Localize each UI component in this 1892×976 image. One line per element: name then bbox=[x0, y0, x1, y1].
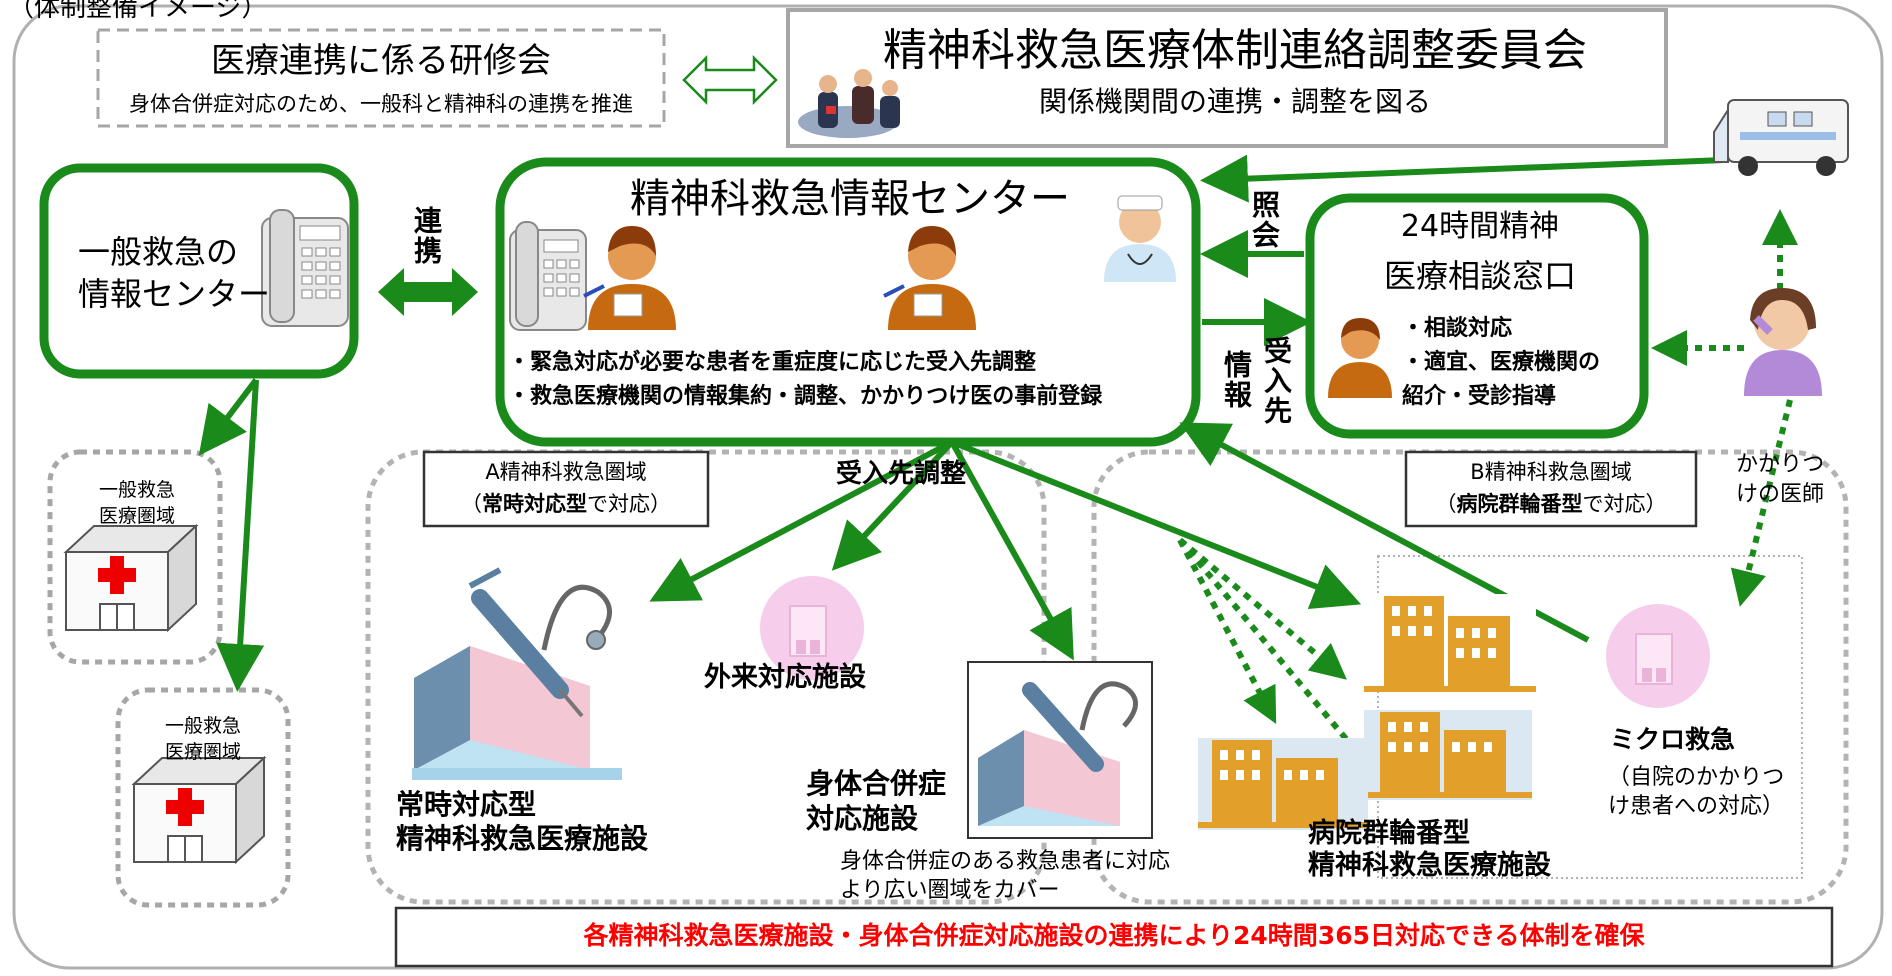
physical-facility-line1: 身体合併症 bbox=[806, 767, 947, 800]
consult-title-line1: 24時間精神 bbox=[1400, 209, 1560, 244]
family-doctor-line1: かかりつ bbox=[1736, 452, 1825, 477]
area-a-type-bold: 常時対応型 bbox=[482, 492, 587, 516]
meeting-people-icon bbox=[798, 69, 900, 138]
area-b-type-bold: 病院群輪番型 bbox=[1456, 492, 1583, 516]
general-center-line2: 情報センター bbox=[78, 274, 271, 313]
family-doctor-line2: けの医師 bbox=[1736, 481, 1825, 507]
info-center-bullet1: ・緊急対応が必要な患者を重症度に応じた受入先調整 bbox=[508, 350, 1037, 375]
operator-icon-1 bbox=[583, 226, 676, 330]
micro-note: （自院のかかりつ け患者への対応） bbox=[1608, 764, 1784, 821]
general-center-line1: 一般救急の bbox=[78, 233, 239, 271]
top-label: （体制整備イメージ） bbox=[8, 0, 268, 23]
ukeiresaki-chousei-label: 受入先調整 bbox=[836, 459, 967, 489]
committee-title: 精神科救急医療体制連絡調整委員会 bbox=[883, 25, 1587, 76]
consult-item1: ・相談対応 bbox=[1402, 316, 1513, 341]
ukeiresaki-label: 受入先 bbox=[1260, 336, 1293, 426]
renkei-label: 連携 bbox=[410, 206, 443, 266]
area-a-type: （常時対応型で対応） bbox=[424, 492, 708, 516]
double-arrow-icon bbox=[682, 54, 778, 106]
shokai-label: 照会 bbox=[1248, 190, 1281, 250]
phone-icon-general bbox=[261, 209, 349, 327]
micro-hospital-icon bbox=[1606, 604, 1710, 708]
bottom-banner-box bbox=[394, 906, 1834, 968]
committee-box bbox=[786, 8, 1668, 148]
committee-subtitle: 関係機関間の連携・調整を図る bbox=[1038, 85, 1431, 118]
consult-title-line2: 医療相談窓口 bbox=[1383, 257, 1576, 295]
rotation-hospital-icon-1 bbox=[1364, 594, 1536, 692]
info-center-box bbox=[495, 157, 1201, 447]
constant-facility-label: 常時対応型 精神科救急医療施設 bbox=[396, 788, 648, 855]
general-area-region-1 bbox=[47, 449, 223, 665]
general-area-label-2: 一般救急 医療圏域 bbox=[128, 714, 278, 765]
area-a-suffix: で対応） bbox=[587, 492, 671, 516]
physical-facility-label: 身体合併症 対応施設 bbox=[806, 766, 946, 836]
general-area-2-line2: 医療圏域 bbox=[164, 740, 241, 763]
physical-note-line1: 身体合併症のある救急患者に対応 bbox=[840, 849, 1171, 874]
rotation-facility-line2: 精神科救急医療施設 bbox=[1308, 850, 1551, 882]
micro-note-line2: け患者への対応） bbox=[1608, 793, 1785, 819]
area-b-type: （病院群輪番型で対応） bbox=[1406, 492, 1696, 516]
training-title: 医療連携に係る研修会 bbox=[211, 41, 551, 81]
doctor-icon bbox=[1104, 195, 1176, 282]
physical-note-line2: より広い圏域をカバー bbox=[840, 877, 1060, 903]
bottom-banner: 各精神科救急医療施設・身体合併症対応施設の連携により24時間365日対応できる体… bbox=[583, 921, 1645, 950]
consult-item2: ・適宜、医療機関の bbox=[1402, 350, 1601, 375]
area-a-label-box bbox=[422, 450, 710, 528]
hospital-icon-1 bbox=[63, 523, 199, 633]
area-b-region bbox=[1091, 449, 1849, 905]
constant-facility-line1: 常時対応型 bbox=[396, 788, 537, 821]
outer-frame bbox=[12, 4, 1884, 970]
area-b-suffix: で対応） bbox=[1582, 492, 1667, 516]
troubled-woman-icon bbox=[1744, 288, 1822, 396]
syringe-hospital-icon-2 bbox=[978, 681, 1138, 826]
area-b-label-box bbox=[1404, 450, 1698, 528]
training-box bbox=[96, 28, 666, 128]
rotation-facility-line1: 病院群輪番型 bbox=[1308, 818, 1470, 849]
operator-icon-consult bbox=[1328, 318, 1392, 398]
syringe-hospital-icon-1 bbox=[412, 567, 622, 780]
area-b-paren: （ bbox=[1435, 492, 1457, 516]
outpatient-hospital-icon bbox=[760, 576, 864, 680]
general-area-label-1: 一般救急 医療圏域 bbox=[62, 478, 212, 529]
training-subtitle: 身体合併症対応のため、一般科と精神科の連携を推進 bbox=[129, 92, 633, 116]
info-center-bullet2: ・救急医療機関の情報集約・調整、かかりつけ医の事前登録 bbox=[508, 384, 1103, 409]
rotation-hospital-icon-2 bbox=[1364, 710, 1532, 800]
rotation-facility-label: 病院群輪番型 精神科救急医療施設 bbox=[1308, 818, 1551, 883]
micro-note-line1: （自院のかかりつ bbox=[1608, 765, 1785, 790]
constant-facility-line2: 精神科救急医療施設 bbox=[396, 821, 649, 855]
consult-item3: 紹介・受診指導 bbox=[1402, 384, 1557, 409]
general-center-title: 一般救急の 情報センター bbox=[78, 232, 270, 315]
area-a-title: A精神科救急圏域 bbox=[485, 460, 647, 484]
phone-icon-info bbox=[509, 221, 587, 331]
outpatient-label: 外来対応施設 bbox=[704, 662, 866, 693]
ambulance-icon bbox=[1713, 99, 1849, 176]
general-area-2-line1: 一般救急 bbox=[164, 715, 241, 737]
hospital-icon-2 bbox=[131, 755, 267, 865]
general-area-1-line1: 一般救急 bbox=[98, 479, 175, 501]
info-center-title: 精神科救急情報センター bbox=[630, 176, 1070, 222]
jouhou-label: 情報 bbox=[1220, 350, 1253, 410]
general-area-region-2 bbox=[115, 687, 291, 908]
general-area-1-line2: 医療圏域 bbox=[98, 504, 175, 527]
physical-facility-line2: 対応施設 bbox=[806, 802, 919, 835]
renkei-arrow bbox=[378, 268, 478, 316]
area-a-paren: （ bbox=[461, 492, 482, 516]
physical-note: 身体合併症のある救急患者に対応 より広い圏域をカバー bbox=[840, 848, 1170, 905]
operator-icon-2 bbox=[883, 226, 976, 330]
rotation-hospital-icon-3 bbox=[1198, 738, 1368, 830]
family-doctor-label: かかりつ けの医師 bbox=[1736, 450, 1824, 509]
micro-title: ミクロ救急 bbox=[1610, 725, 1736, 754]
area-b-title: B精神科救急圏域 bbox=[1470, 460, 1632, 484]
